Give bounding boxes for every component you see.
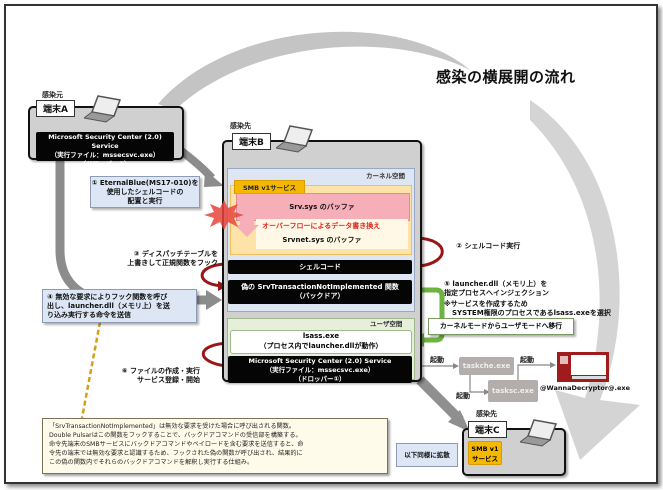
step5-note2: SYSTEM権限のプロセスであるlsass.exeを選択 <box>452 309 611 317</box>
terminal-a-role-label: 感染元 <box>42 91 63 99</box>
gray-pipe-a-to-b <box>55 150 210 305</box>
red-arrow-step2 <box>417 236 444 268</box>
terminal-c-smb-service: SMB v1 サービス <box>468 441 502 465</box>
terminal-b-service-line1: Microsoft Security Center (2.0) Service <box>248 357 392 365</box>
laptop-icon <box>520 419 558 447</box>
overflow-label: オーバーフローによるデータ書き換え <box>262 222 381 230</box>
launch-line-3 <box>517 364 552 382</box>
step6-text: ⑥ ファイルの作成・実行 サービス登録・開始 <box>100 367 200 385</box>
launch-label-3: 起動 <box>520 356 534 364</box>
step4-note: ④ 無効な要求によりフック関数を呼び 出し、launcher.dll（メモリ上）… <box>42 289 197 323</box>
fake-function-line1: 偽の SrvTransactionNotImplemented 関数 <box>241 283 399 291</box>
terminal-a-service: Microsoft Security Center (2.0) Service … <box>36 132 174 168</box>
terminal-a-service-line2: （実行ファイル：mssecsvc.exe） <box>50 151 160 159</box>
step6-line2: サービス登録・開始 <box>137 376 200 384</box>
launch-arrowhead-3 <box>550 362 556 368</box>
step5-note1: ※サービスを作成するため <box>444 300 528 308</box>
kernel-space-label: カーネル空間 <box>366 172 405 180</box>
lsass-block: lsass.exe （プロセス内でlauncher.dllが動作） <box>230 330 412 354</box>
launch-arrowhead-2 <box>484 389 490 395</box>
mode-transition-box: カーネルモードからユーザモードへ移行 <box>428 318 574 335</box>
dashed-callout-line <box>80 321 102 419</box>
user-space-label: ユーザ空間 <box>370 320 403 328</box>
wannadecryptor-label: @WannaDecryptor@.exe <box>540 384 630 392</box>
terminal-c-role-label: 感染先 <box>476 410 497 418</box>
terminal-b-name: 端末B <box>232 133 271 150</box>
red-arrow-step3 <box>200 262 226 288</box>
terminal-a-service-line3: （ドロッパー①） <box>79 160 131 168</box>
explosion-icon <box>204 200 244 230</box>
gray-arrow-b-to-c <box>416 376 464 424</box>
red-arrow-step6 <box>201 341 231 368</box>
footnote-line: 命令先端末のSMBサービスにバックドアコマンドやペイロードを含む要求を送信すると… <box>49 441 304 448</box>
smb-service-label: SMB v1サービス <box>234 180 306 194</box>
srv-buffer-label: Srv.sys のバッファ <box>289 203 355 211</box>
overflow-down-arrow-icon <box>236 217 259 237</box>
terminal-b-service: Microsoft Security Center (2.0) Service … <box>228 356 412 383</box>
launch-line-2 <box>469 374 486 393</box>
laptop-icon <box>276 125 314 153</box>
gray-arrowhead-b-to-c <box>448 410 470 432</box>
terminal-c-smb-line1: SMB v1 <box>471 445 499 453</box>
launch-label-1: 起動 <box>430 356 444 364</box>
step3-line1: ③ ディスパッチテーブルを <box>133 250 218 258</box>
lsass-line2: （プロセス内でlauncher.dllが動作） <box>259 342 383 350</box>
footnote-line: Double Pulsarはこの関数をフックすることで、バックドアコマンドの受信… <box>49 432 302 439</box>
terminal-c-name: 端末C <box>468 421 507 438</box>
taskche-process: taskche.exe <box>459 357 514 375</box>
footnote-line: 令先の端末では無効な要求と認識するため、フックされた偽の関数が呼び出され、結果的… <box>49 450 303 457</box>
srvnet-buffer-label: Srvnet.sys のバッファ <box>282 236 362 244</box>
lsass-line1: lsass.exe <box>302 332 340 340</box>
fake-function-line2: （バックドア） <box>295 292 345 300</box>
step3-text: ③ ディスパッチテーブルを 上書きして正規関数をフック <box>110 250 218 268</box>
launch-label-2: 起動 <box>456 392 470 400</box>
terminal-c-smb-line2: サービス <box>472 455 498 463</box>
spread-label: 以下同様に拡散 <box>396 443 458 467</box>
terminal-a-service-line1: Microsoft Security Center (2.0) Service <box>48 133 162 150</box>
green-arrow-step5 <box>420 287 445 343</box>
footnote-box: 「SrvTransactionNotImplemented」は無効な要求を受けた… <box>42 418 388 474</box>
laptop-icon <box>84 95 122 123</box>
step4-line1: ④ 無効な要求によりフック関数を呼び <box>47 293 168 301</box>
terminal-b-service-line3: （ドロッパー①） <box>294 375 346 383</box>
step2-text: ② シェルコード実行 <box>456 242 521 250</box>
step5-line2: 指定プロセスへインジェクション <box>444 289 549 297</box>
footnote-line: この偽の関数内でそれらのバックドアコマンドを解釈し実行する仕組み。 <box>49 459 254 466</box>
step5-text: ⑤ launcher.dll（メモリ上）を 指定プロセスへインジェクション ※サ… <box>444 280 611 318</box>
terminal-b-role-label: 感染先 <box>230 122 251 130</box>
srvnet-buffer <box>256 219 408 249</box>
gray-arrowhead-step4 <box>206 290 222 310</box>
wannadecryptor-screenshot-icon <box>557 352 609 382</box>
step3-line2: 上書きして正規関数をフック <box>127 259 218 267</box>
step4-line3: り込み実行する命令を送信 <box>47 311 131 319</box>
step1-line1: ① EternalBlue(MS17-010)を <box>91 179 199 187</box>
step4-line2: 出し、launcher.dll（メモリ上）を送 <box>47 302 170 310</box>
terminal-b-service-line2: （実行ファイル：mssecsvc.exe） <box>265 366 375 374</box>
step1-line3: 配置と実行 <box>127 197 163 205</box>
fake-function-block: 偽の SrvTransactionNotImplemented 関数 （バックド… <box>228 280 412 304</box>
launch-arrowhead-1 <box>453 363 459 369</box>
shellcode-block: シェルコード <box>228 260 412 274</box>
gray-arrowhead-step1 <box>204 170 224 187</box>
step5-line1: ⑤ launcher.dll（メモリ上）を <box>444 280 548 288</box>
big-circular-arrow-right <box>530 100 640 460</box>
footnote-line: 「SrvTransactionNotImplemented」は無効な要求を受けた… <box>49 423 296 430</box>
big-circular-arrow <box>158 31 470 110</box>
step1-line2: 使用したシェルコードの <box>106 188 184 196</box>
terminal-a-name: 端末A <box>36 100 75 117</box>
tasksc-process: tasksc.exe <box>488 380 538 402</box>
diagram-title: 感染の横展開の流れ <box>436 68 576 86</box>
step6-line1: ⑥ ファイルの作成・実行 <box>121 367 200 375</box>
step1-note: ① EternalBlue(MS17-010)を 使用したシェルコードの 配置と… <box>90 176 200 208</box>
